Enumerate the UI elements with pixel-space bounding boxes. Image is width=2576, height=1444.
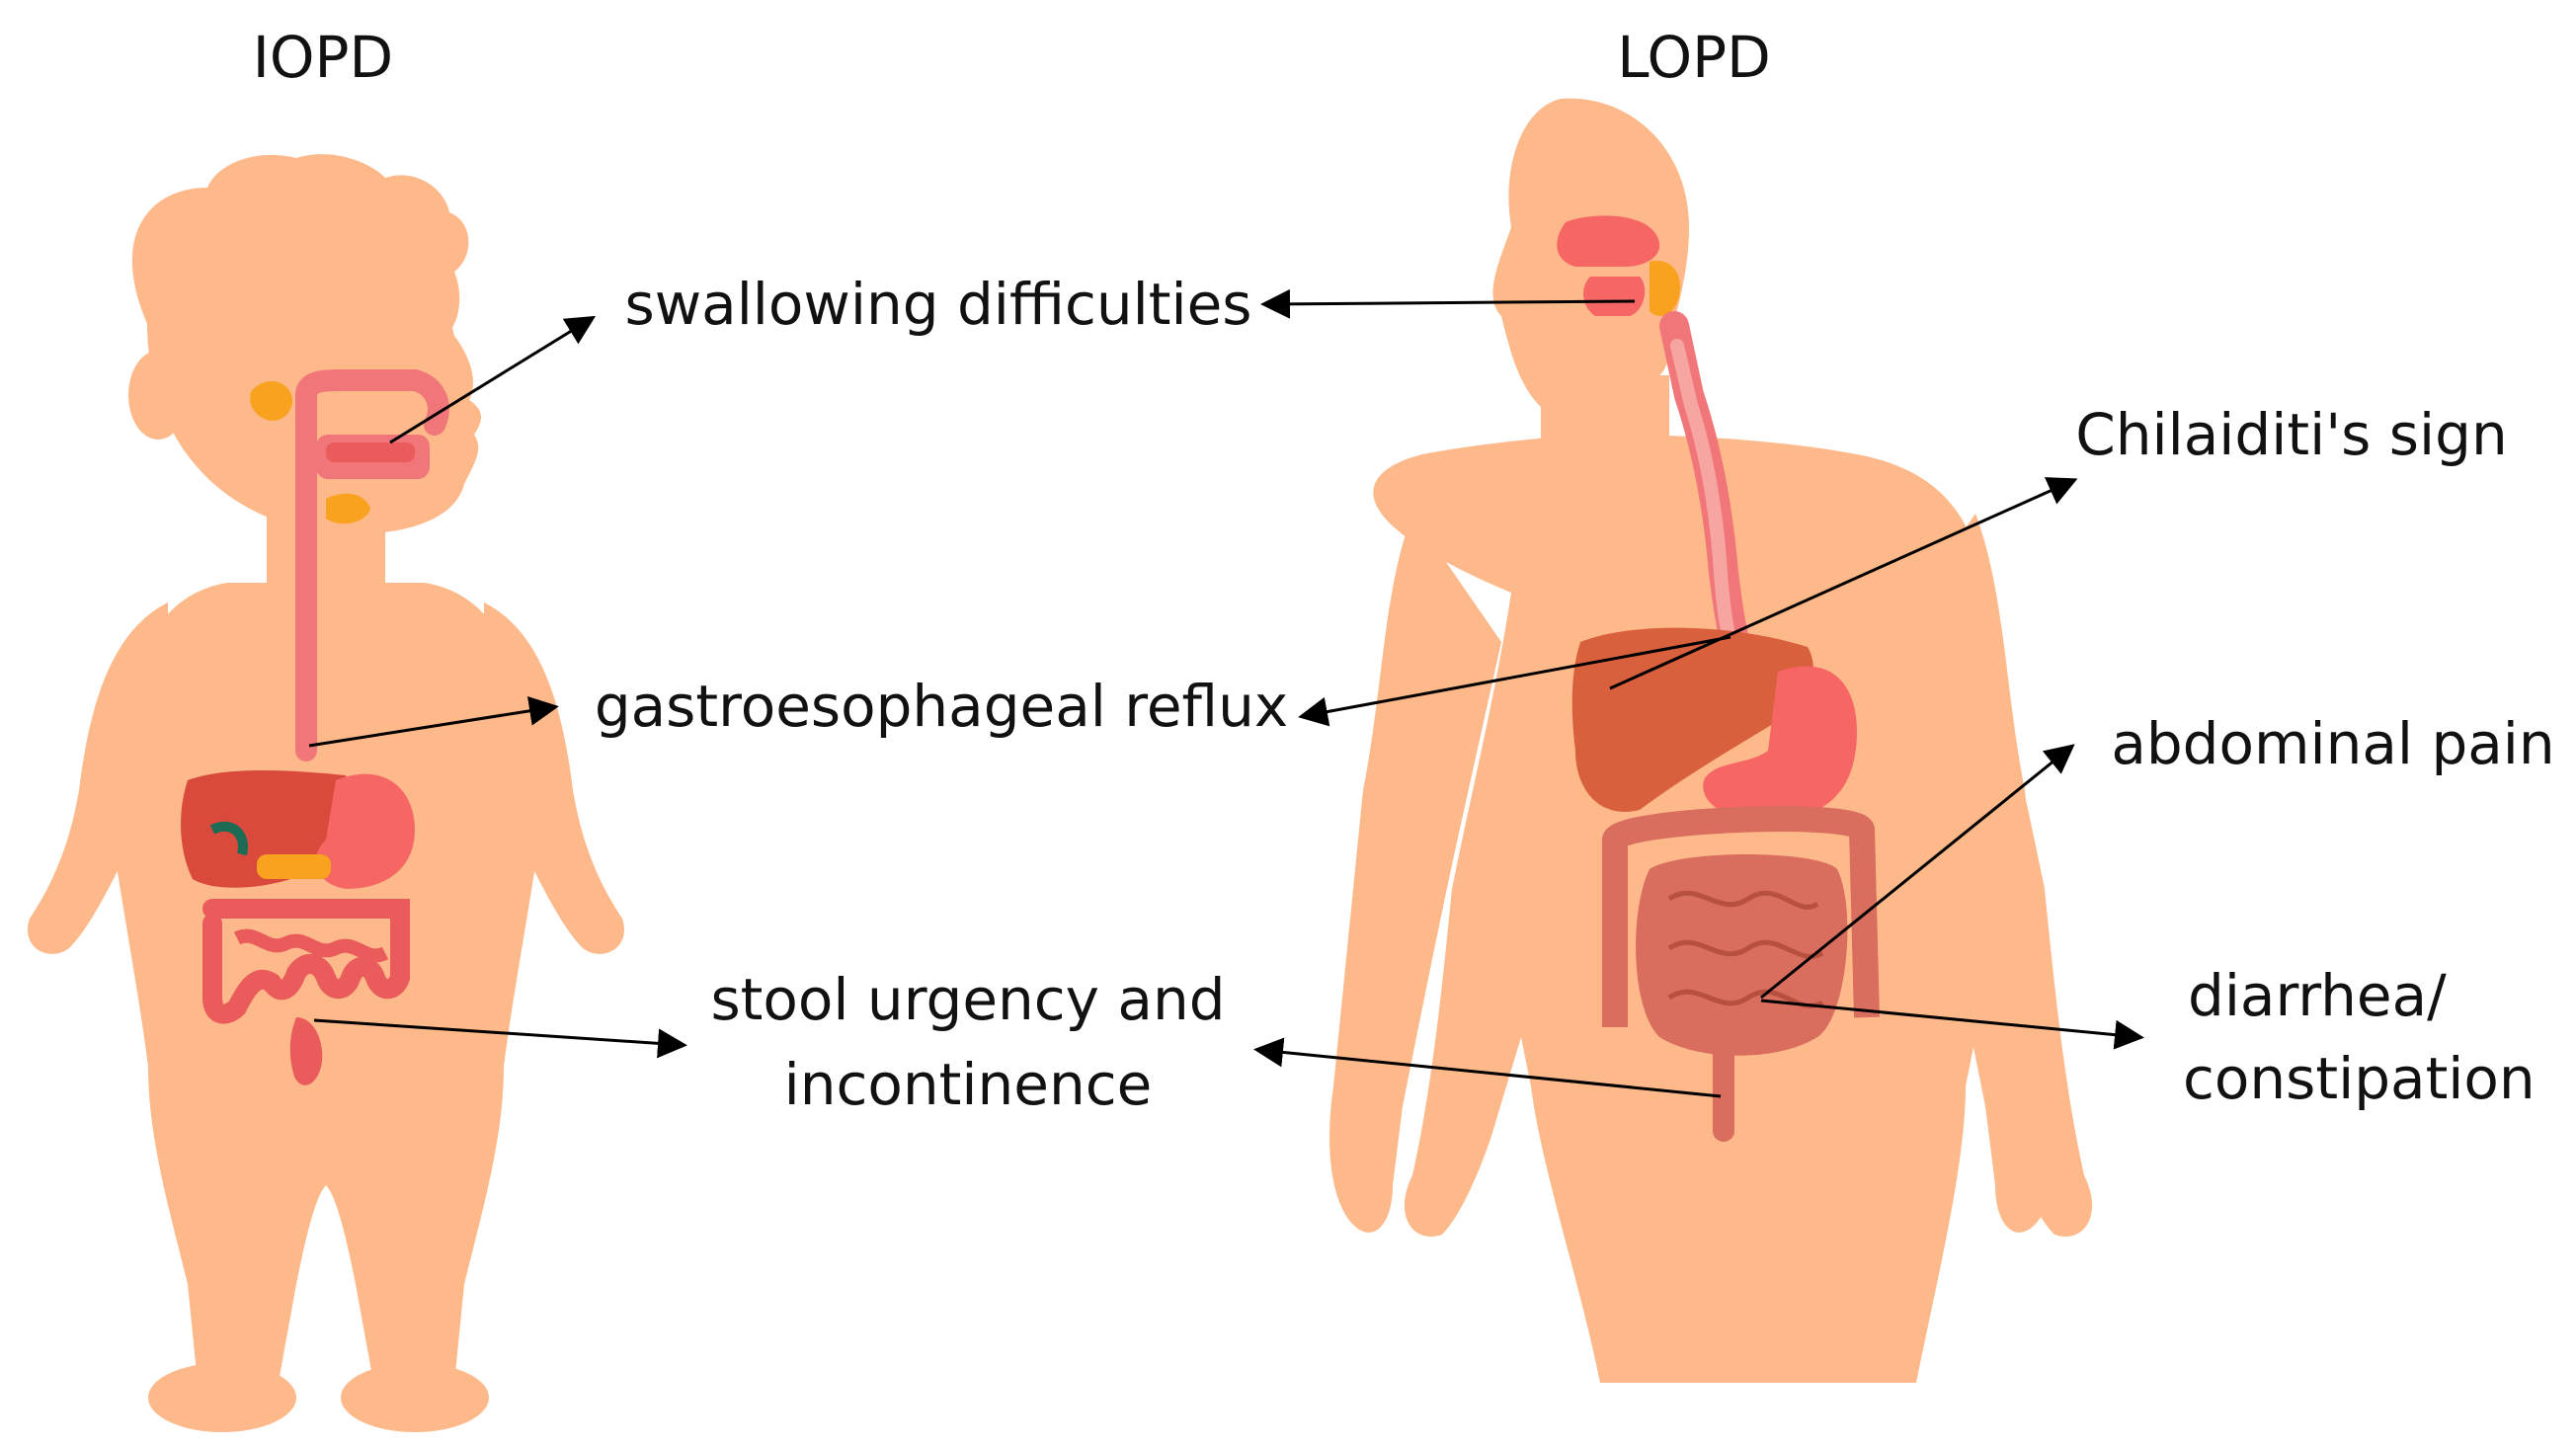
child-hair xyxy=(131,154,469,336)
child-intestine-coils xyxy=(233,928,389,963)
arrow-adult-to-stool xyxy=(1253,1037,1722,1098)
iopd-heading: IOPD xyxy=(253,24,393,91)
arrow-adult-to-abdominal-pain xyxy=(1760,744,2075,1000)
label-stool-urgency-line1: stool urgency and xyxy=(710,966,1225,1033)
arrow-child-to-swallowing xyxy=(389,315,597,444)
arrow-adult-to-gerd xyxy=(1298,635,1731,727)
arrow-child-to-stool xyxy=(313,1018,687,1059)
arrow-adult-to-swallowing xyxy=(1260,288,1636,319)
child-right-arm xyxy=(484,602,624,954)
arrows xyxy=(308,288,2144,1098)
child-rectum xyxy=(289,1017,323,1085)
adult-nasal-cavity xyxy=(1557,215,1660,267)
child-stomach xyxy=(315,773,415,889)
child-tongue xyxy=(326,442,415,462)
label-abdominal-pain: abdominal pain xyxy=(2111,710,2554,777)
adult-liver xyxy=(1571,627,1813,812)
child-left-foot xyxy=(148,1363,296,1432)
adult-mouth xyxy=(1583,277,1646,316)
adult-left-arm xyxy=(1329,514,1501,1233)
label-gastroesophageal-reflux: gastroesophageal reflux xyxy=(595,673,1288,740)
adult-colon xyxy=(1602,806,1880,1027)
child-left-arm xyxy=(28,602,168,954)
adult-esophagus-inner xyxy=(1670,339,1740,657)
child-gallbladder xyxy=(209,821,248,856)
child-intestines xyxy=(202,899,410,1024)
child-esophagus xyxy=(295,369,449,762)
label-chilaiditi-sign: Chilaiditi's sign xyxy=(2075,401,2507,468)
label-diarrhea-line2: constipation xyxy=(2183,1045,2536,1112)
adult-figure xyxy=(1329,98,2093,1383)
child-figure xyxy=(28,154,624,1432)
lopd-heading: LOPD xyxy=(1617,24,1771,91)
adult-pharynx-gland xyxy=(1650,261,1680,316)
child-salivary-gland-top xyxy=(250,380,292,421)
arrow-adult-to-diarrhea xyxy=(1760,999,2144,1050)
child-ear xyxy=(128,351,188,440)
adult-stomach xyxy=(1703,666,1857,820)
child-pancreas xyxy=(257,854,331,879)
child-salivary-gland-bottom xyxy=(326,493,370,524)
label-stool-urgency-line2: incontinence xyxy=(784,1051,1153,1118)
label-swallowing-difficulties: swallowing difficulties xyxy=(625,271,1252,338)
arrow-adult-to-chilaiditi xyxy=(1609,477,2078,690)
arrow-child-to-gerd xyxy=(308,695,559,748)
label-diarrhea-line1: diarrhea/ xyxy=(2188,962,2447,1029)
child-right-foot xyxy=(341,1363,489,1432)
adult-right-arm xyxy=(1887,514,2058,1233)
